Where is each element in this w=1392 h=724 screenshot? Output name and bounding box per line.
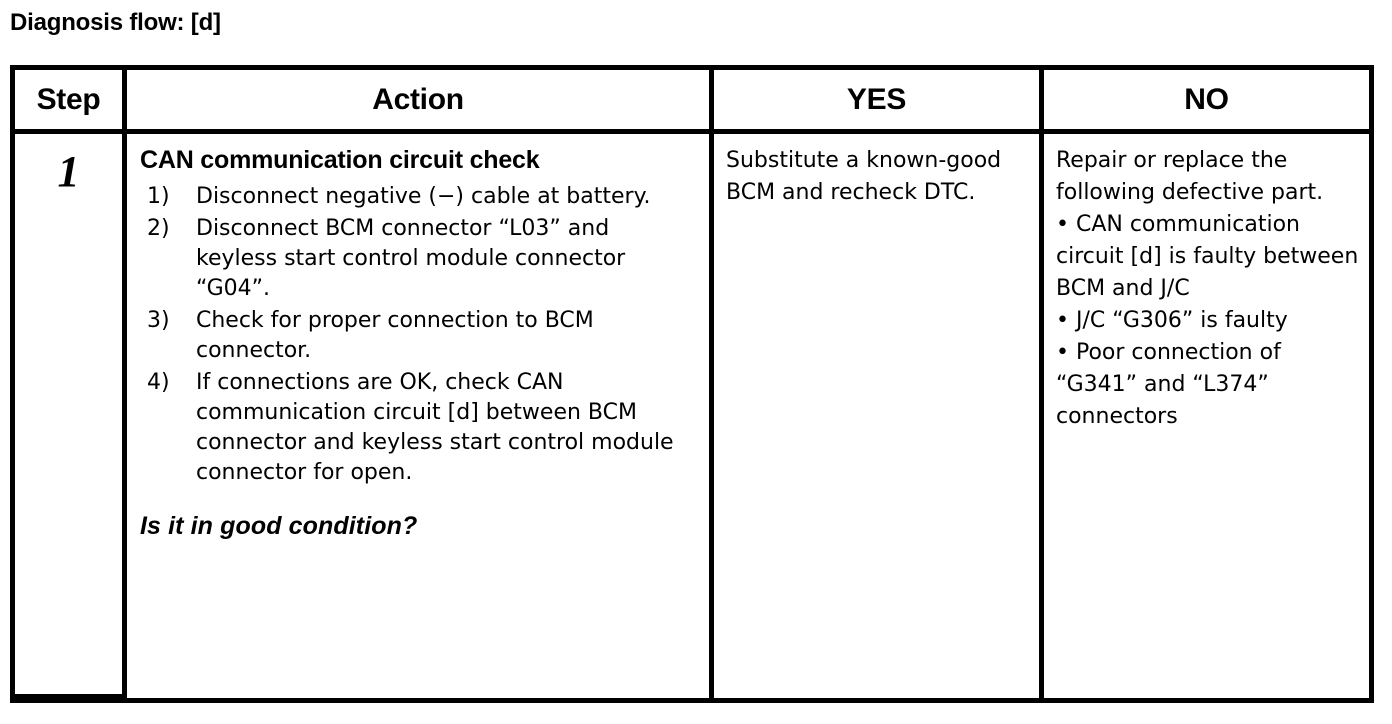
diagnosis-flow-table: Step Action YES NO 1 CAN communication c…	[10, 65, 1374, 703]
list-item-text: Check for proper connection to BCM conne…	[196, 308, 594, 363]
list-item: 4) If connections are OK, check CAN comm…	[140, 368, 697, 488]
action-cell: CAN communication circuit check 1) Disco…	[122, 134, 709, 703]
column-header-step: Step	[36, 82, 101, 116]
no-intro-text: Repair or replace the following defectiv…	[1056, 148, 1324, 205]
list-item-marker: 4)	[147, 370, 170, 395]
step-cell: 1	[15, 134, 127, 703]
page-title: Diagnosis flow: [d]	[10, 9, 221, 36]
list-item-text: If connections are OK, check CAN communi…	[196, 370, 674, 485]
table-row: 1 CAN communication circuit check 1) Dis…	[15, 134, 1369, 703]
column-header-no: NO	[1039, 70, 1369, 129]
list-item: • Poor connection of “G341” and “L374” c…	[1056, 340, 1281, 429]
action-step-list: 1) Disconnect negative (−) cable at batt…	[140, 182, 697, 488]
no-cell: Repair or replace the following defectiv…	[1039, 134, 1369, 703]
yes-result-text: Substitute a known-good BCM and recheck …	[726, 148, 1002, 205]
table-header-row: Step Action YES NO	[15, 70, 1369, 134]
list-item-marker: 2)	[147, 216, 170, 241]
list-item: 1) Disconnect negative (−) cable at batt…	[140, 182, 697, 212]
list-item-text: Disconnect negative (−) cable at battery…	[196, 184, 651, 209]
list-item: 2) Disconnect BCM connector “L03” and ke…	[140, 214, 697, 304]
list-item: 3) Check for proper connection to BCM co…	[140, 306, 697, 366]
action-heading: CAN communication circuit check	[140, 146, 540, 174]
yes-cell: Substitute a known-good BCM and recheck …	[709, 134, 1039, 703]
list-item-text: Disconnect BCM connector “L03” and keyle…	[196, 216, 626, 301]
list-item: • J/C “G306” is faulty	[1056, 308, 1288, 333]
action-question: Is it in good condition?	[140, 512, 418, 540]
list-item-marker: 1)	[147, 184, 170, 209]
column-header-action: Action	[122, 70, 709, 129]
no-bullet-list: • CAN communication circuit [d] is fault…	[1056, 209, 1361, 433]
step-number: 1	[57, 147, 80, 196]
column-header-yes: YES	[709, 70, 1039, 129]
list-item: • CAN communication circuit [d] is fault…	[1056, 212, 1359, 301]
list-item-marker: 3)	[147, 308, 170, 333]
